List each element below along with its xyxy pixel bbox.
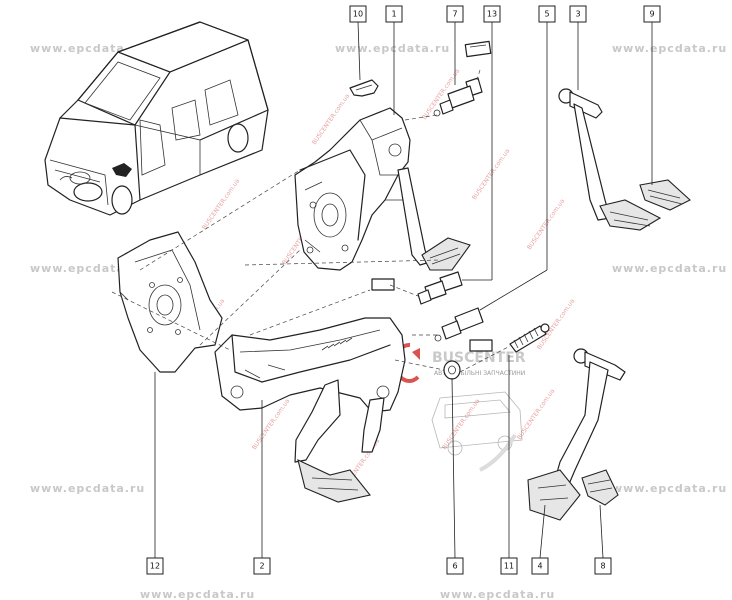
callout-label: 1: [391, 10, 396, 19]
watermark-text: www.epcdata.ru: [440, 588, 555, 600]
logo-swoosh: [479, 433, 517, 472]
part-7-sensor: [433, 40, 492, 117]
logo-brand-subtext: АВТОМОБІЛЬНІ ЗАПЧАСТИНИ: [434, 370, 525, 377]
callout-box: [483, 5, 501, 23]
part-6-bushing: [443, 360, 461, 380]
logo-van-icon: [431, 391, 523, 456]
diagonal-watermark: BUSCENTER.com.ua: [201, 177, 242, 231]
callout-11: 11: [500, 557, 518, 575]
callout-label: 2: [259, 562, 264, 571]
callout-label: 12: [150, 562, 160, 571]
watermark-text: www.epcdata.ru: [30, 42, 145, 55]
diagonal-watermark: BUSCENTER.com.ua: [526, 197, 567, 251]
callout-label: 11: [504, 562, 514, 571]
pedal-location-marker: [112, 163, 132, 177]
callout-7: 7: [446, 5, 464, 23]
van-illustration: [44, 21, 269, 216]
callout-box: [538, 5, 556, 23]
watermark-text: www.epcdata.ru: [612, 42, 727, 55]
watermark-text: www.epcdata.ru: [335, 42, 450, 55]
callout-4: 4: [531, 557, 549, 575]
callout-label: 7: [452, 10, 457, 19]
callout-box: [146, 557, 164, 575]
callout-12: 12: [146, 557, 164, 575]
callout-8: 8: [594, 557, 612, 575]
callout-label: 13: [487, 10, 497, 19]
callout-10: 10: [349, 5, 367, 23]
callout-label: 4: [537, 562, 542, 571]
watermark-text: www.epcdata.ru: [30, 482, 145, 495]
callout-label: 8: [600, 562, 605, 571]
callout-5: 5: [538, 5, 556, 23]
part-2-pedal-box: [214, 317, 406, 503]
watermark-text: www.epcdata.ru: [140, 588, 255, 600]
part-9-pedal-pad: [639, 179, 691, 211]
callout-box: [446, 557, 464, 575]
part-8-pedal-pad: [581, 469, 619, 506]
buscenter-logo: BUSCENTER АВТОМОБІЛЬНІ ЗАПЧАСТИНИ: [393, 342, 526, 472]
callout-label: 10: [353, 10, 363, 19]
diagonal-watermark: BUSCENTER.com.ua: [441, 397, 482, 451]
callout-box: [500, 557, 518, 575]
part-11-switch: [434, 307, 493, 352]
callout-box: [385, 5, 403, 23]
part-4-clutch-pedal: [527, 348, 626, 521]
part-10-clip: [349, 79, 379, 97]
callout-label: 9: [649, 10, 654, 19]
callout-1: 1: [385, 5, 403, 23]
callout-9: 9: [643, 5, 661, 23]
part-12-heat-shield: [117, 231, 223, 373]
callout-box: [253, 557, 271, 575]
callout-box: [594, 557, 612, 575]
part-1-pedal-bracket: [294, 107, 471, 271]
part-5-spring: [509, 323, 550, 353]
callout-box: [349, 5, 367, 23]
callout-box: [643, 5, 661, 23]
callout-label: 5: [544, 10, 549, 19]
callout-box: [446, 5, 464, 23]
callout-3: 3: [569, 5, 587, 23]
callout-label: 3: [575, 10, 580, 19]
callout-box: [531, 557, 549, 575]
watermark-text: www.epcdata.ru: [30, 262, 145, 275]
callout-label: 6: [452, 562, 457, 571]
callout-6: 6: [446, 557, 464, 575]
callout-13: 13: [483, 5, 501, 23]
diagonal-watermark: BUSCENTER.com.ua: [516, 387, 557, 441]
callout-2: 2: [253, 557, 271, 575]
part-3-brake-pedal: [558, 88, 662, 231]
logo-mark: [412, 348, 420, 360]
part-13-switch: [371, 271, 463, 305]
diagonal-watermark: BUSCENTER.com.ua: [471, 147, 512, 201]
leader-lines: [154, 21, 653, 559]
watermark-text: www.epcdata.ru: [612, 262, 727, 275]
callout-box: [569, 5, 587, 23]
assembly-lines: [111, 69, 511, 373]
watermark-text: www.epcdata.ru: [612, 482, 727, 495]
diagonal-watermark: BUSCENTER.com.ua: [536, 297, 577, 351]
